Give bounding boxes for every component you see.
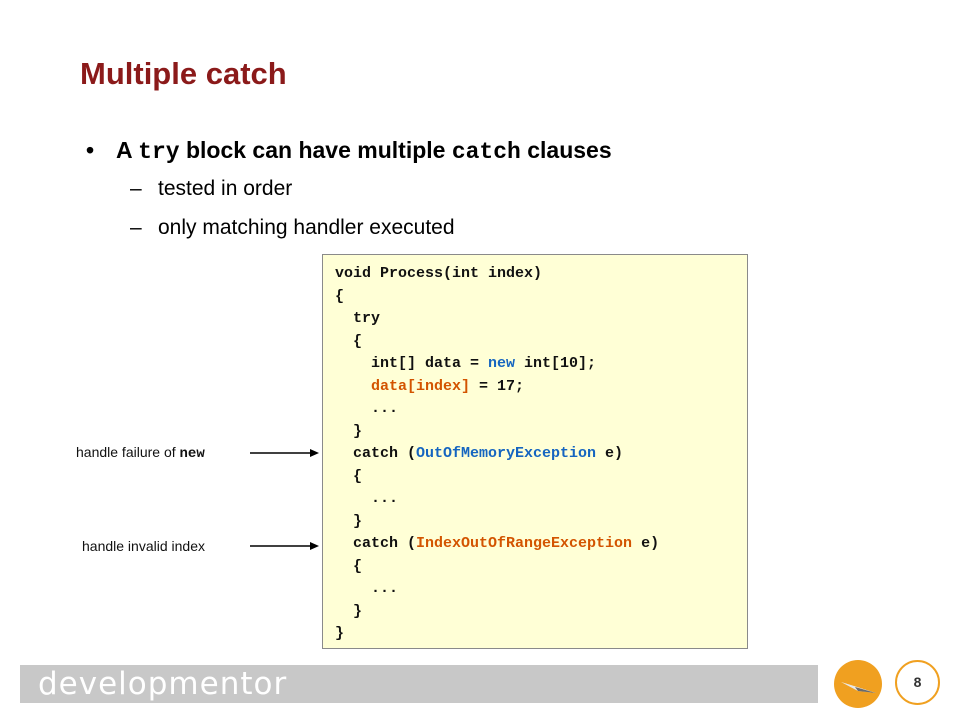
code-line: } xyxy=(335,602,363,620)
bullet-middle: block can have multiple xyxy=(179,137,452,163)
code-listing: void Process(int index) { try { int[] da… xyxy=(335,263,659,646)
paper-plane-icon xyxy=(841,682,876,693)
bullet-suffix: clauses xyxy=(520,137,612,163)
code-line: int[] data = xyxy=(335,355,489,372)
bullet-code-catch: catch xyxy=(451,139,521,165)
page-number: 8 xyxy=(895,660,940,705)
annotation-code-new: new xyxy=(179,446,205,462)
arrow-right-icon xyxy=(250,449,319,457)
slide-title: Multiple catch xyxy=(80,56,287,91)
bullet-prefix: A xyxy=(116,137,139,163)
code-line: catch ( xyxy=(335,535,417,552)
subpoint-text: only matching handler executed xyxy=(158,216,455,239)
code-line: ... xyxy=(335,580,399,597)
bullet-marker: • xyxy=(86,137,95,163)
code-line: try xyxy=(335,310,381,327)
subpoint-text: tested in order xyxy=(158,177,293,200)
code-line: } xyxy=(335,512,363,530)
annotation-label: handle failure of xyxy=(76,444,180,460)
subpoint-tested-in-order: –tested in order xyxy=(130,177,292,201)
code-line: } xyxy=(335,625,345,642)
code-line: int[10]; xyxy=(515,355,597,372)
code-keyword-new: new xyxy=(488,355,516,372)
code-line: } xyxy=(335,422,363,440)
code-line: = 17; xyxy=(470,377,525,395)
code-index-access: data[index] xyxy=(371,377,471,395)
footer-bar: developmentor xyxy=(20,665,818,703)
code-line: void Process(int index) xyxy=(335,265,543,282)
code-line: catch ( xyxy=(335,445,417,462)
code-line: ... xyxy=(335,490,399,507)
code-listing-box: void Process(int index) { try { int[] da… xyxy=(322,254,748,649)
annotation-new-failure: handle failure of new xyxy=(76,444,205,462)
code-line xyxy=(335,378,371,395)
code-line: { xyxy=(335,557,363,575)
code-line: e) xyxy=(632,535,660,552)
brand-logo xyxy=(834,660,882,708)
subpoint-dash: – xyxy=(130,216,142,239)
brand-name: developmentor xyxy=(38,666,288,702)
code-line: e) xyxy=(596,445,624,462)
subpoint-dash: – xyxy=(130,177,142,200)
code-line: { xyxy=(335,287,345,305)
bullet-code-try: try xyxy=(138,139,180,165)
arrow-right-icon xyxy=(250,542,319,550)
subpoint-matching-handler: –only matching handler executed xyxy=(130,216,455,240)
code-line: ... xyxy=(335,400,399,417)
code-out-of-memory-exception: OutOfMemoryException xyxy=(416,445,597,462)
annotation-invalid-index: handle invalid index xyxy=(82,538,205,554)
code-line: { xyxy=(335,332,363,350)
main-bullet: • A try block can have multiple catch cla… xyxy=(86,137,612,165)
code-line: { xyxy=(335,467,363,485)
code-index-out-of-range-exception: IndexOutOfRangeException xyxy=(416,535,633,552)
